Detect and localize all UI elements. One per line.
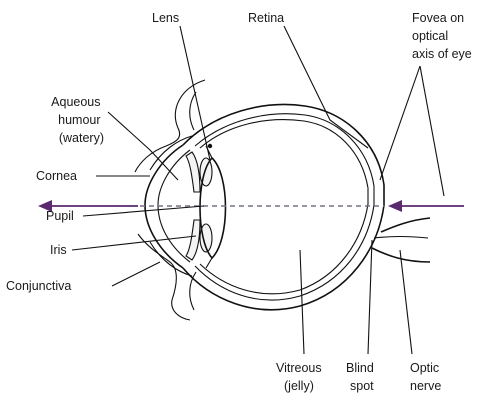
label-iris: Iris xyxy=(50,243,67,257)
label-fovea: Fovea on optical axis of eye xyxy=(412,11,472,61)
lens-zonule-lower xyxy=(206,258,212,268)
label-aqueous: Aqueous humour (watery) xyxy=(51,95,104,145)
label-lens: Lens xyxy=(152,11,179,25)
leader-blind-spot xyxy=(368,240,372,354)
label-retina: Retina xyxy=(248,11,284,25)
choroid-line xyxy=(195,114,374,300)
leader-conjunctiva xyxy=(112,262,160,286)
arrow-right xyxy=(388,200,464,212)
leader-aqueous xyxy=(108,112,178,180)
optic-nerve-upper xyxy=(381,218,430,232)
lower-eyelid xyxy=(138,234,190,320)
leader-pupil xyxy=(83,206,204,216)
label-cornea: Cornea xyxy=(36,169,77,183)
leader-iris xyxy=(72,236,196,250)
label-vitreous: Vitreous (jelly) xyxy=(276,361,325,393)
upper-eyelid-inner xyxy=(190,92,196,130)
ciliary-dot xyxy=(208,144,212,148)
iris-lower xyxy=(186,220,200,260)
iris-upper xyxy=(186,152,200,192)
sclera-outer xyxy=(183,105,384,310)
leader-fovea-2 xyxy=(420,66,444,196)
label-conjunctiva: Conjunctiva xyxy=(6,279,71,293)
leader-optic-nerve xyxy=(400,250,412,354)
optic-nerve-inner xyxy=(374,237,428,239)
label-blind-spot: Blind spot xyxy=(346,361,377,393)
lens-shape xyxy=(200,158,226,258)
label-pupil: Pupil xyxy=(46,209,74,223)
leader-fovea-1 xyxy=(380,66,420,180)
label-optic-nerve: Optic nerve xyxy=(410,361,443,393)
leader-vitreous xyxy=(300,250,304,354)
